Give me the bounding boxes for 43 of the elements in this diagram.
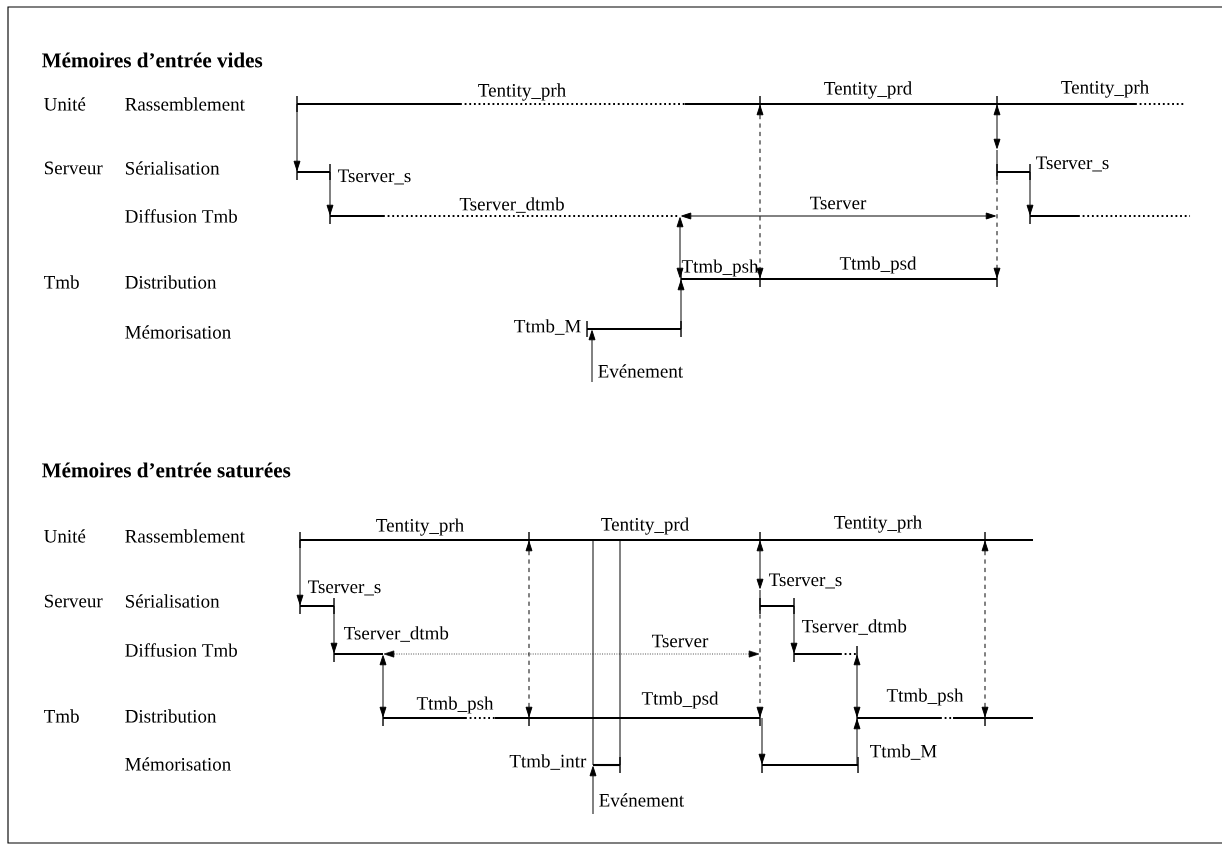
timing-label: Tentity_prh bbox=[1061, 80, 1149, 98]
section-heading: Mémoires d’entrée vides bbox=[42, 52, 263, 68]
timing-label: Tentity_prd bbox=[824, 81, 912, 99]
row-label: Mémorisation bbox=[125, 325, 231, 339]
row-label: Sérialisation bbox=[125, 161, 220, 175]
timing-label: Tserver_s bbox=[308, 580, 381, 596]
timing-label: Evénement bbox=[598, 364, 683, 378]
row-label: Rassemblement bbox=[125, 529, 245, 543]
timing-label: Ttmb_psd bbox=[641, 691, 719, 709]
timing-label: Tentity_prh bbox=[376, 518, 464, 536]
timing-label: Ttmb_M bbox=[870, 744, 937, 760]
timing-label: Ttmb_psh bbox=[416, 696, 494, 714]
timing-label: Evénement bbox=[599, 793, 684, 807]
timing-label: Ttmb_intr bbox=[509, 754, 587, 770]
row-label: Tmb bbox=[44, 709, 79, 723]
timing-label: Tserver bbox=[810, 196, 867, 210]
timing-label: Tserver_dtmb bbox=[344, 626, 449, 642]
row-label: Unité bbox=[44, 97, 86, 111]
timing-label: Tserver_s bbox=[769, 573, 842, 589]
timing-label: Tserver_s bbox=[338, 169, 411, 185]
timing-label: Tentity_prh bbox=[834, 515, 922, 533]
timing-label: Ttmb_psh bbox=[681, 259, 759, 277]
timing-label: Tserver_dtmb bbox=[459, 197, 564, 213]
row-label: Rassemblement bbox=[125, 97, 245, 111]
row-label: Diffusion Tmb bbox=[125, 643, 237, 657]
row-label: Distribution bbox=[125, 709, 217, 723]
row-label: Tmb bbox=[44, 275, 79, 289]
row-label: Mémorisation bbox=[125, 757, 231, 771]
row-label: Diffusion Tmb bbox=[125, 209, 237, 223]
row-label: Distribution bbox=[125, 275, 217, 289]
timing-label: Tentity_prd bbox=[601, 517, 689, 535]
timing-label: Tserver bbox=[652, 634, 709, 648]
timing-label: Tentity_prh bbox=[478, 83, 566, 101]
section-heading: Mémoires d’entrée saturées bbox=[42, 462, 291, 478]
row-label: Serveur bbox=[44, 594, 103, 608]
row-label: Unité bbox=[44, 529, 86, 543]
row-label: Serveur bbox=[44, 161, 103, 175]
timing-label: Tserver_s bbox=[1036, 156, 1109, 172]
timing-label: Ttmb_psd bbox=[839, 256, 917, 274]
row-label: Sérialisation bbox=[125, 594, 220, 608]
timing-label: Ttmb_M bbox=[514, 319, 581, 335]
timing-label: Ttmb_psh bbox=[886, 688, 964, 706]
timing-label: Tserver_dtmb bbox=[802, 619, 907, 635]
